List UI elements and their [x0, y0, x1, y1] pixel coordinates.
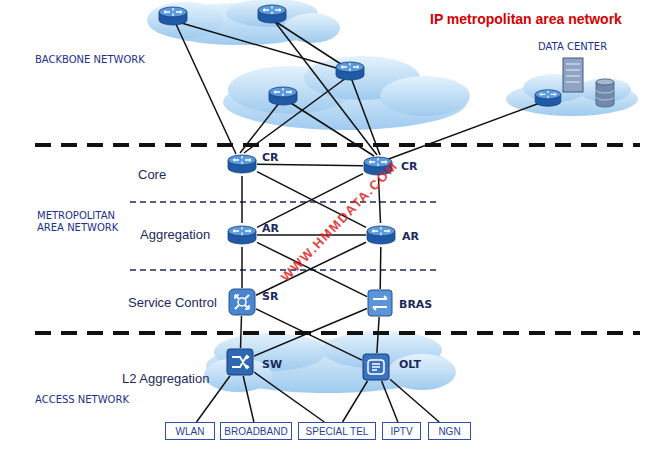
network-link: [382, 381, 398, 422]
service-box: BROADBAND: [220, 422, 292, 440]
backbone-link: [175, 18, 548, 160]
network-link: [390, 379, 439, 422]
box-text: NGN: [438, 426, 460, 437]
switch-node: SW: [226, 348, 254, 376]
backbone-cloud: [147, 0, 340, 45]
network-link: [241, 176, 243, 223]
zone-label: ACCESS NETWORK: [35, 394, 129, 406]
network-link: [254, 309, 367, 357]
device-icon: [226, 348, 254, 376]
device-icon-shape: [227, 349, 253, 375]
watermark: WWW.HMMDATA.COM: [279, 159, 402, 285]
device-icon-shape: [368, 290, 392, 316]
olt-node: OLT: [362, 353, 390, 381]
layer-label: Service Control: [128, 296, 217, 311]
device-icon-shape: [367, 226, 395, 244]
device-icon-shape: [228, 155, 256, 173]
device-icon-shape: [363, 354, 389, 380]
service-box: WLAN: [165, 422, 215, 440]
device-icon-shape: [228, 226, 256, 244]
network-link: [241, 247, 243, 288]
box-text: WLAN: [176, 426, 205, 437]
device-label: OLT: [399, 358, 421, 371]
device-label: AR: [402, 230, 419, 243]
device-label: CR: [401, 160, 418, 173]
network-link: [343, 381, 368, 422]
device-label: AR: [262, 222, 279, 235]
layer-label: Core: [138, 168, 166, 183]
layer-divider: [130, 202, 440, 270]
network-link: [241, 316, 242, 348]
device-label: BRAS: [399, 298, 432, 311]
device-label: SW: [262, 358, 282, 371]
service-box: SPECIAL TEL: [298, 422, 376, 440]
device-icon: [362, 353, 390, 381]
box-text: IPTV: [390, 426, 412, 437]
site-label: DATA CENTER: [538, 41, 607, 53]
device-icon: [227, 152, 257, 176]
service-router-node: SR: [228, 288, 256, 316]
device-icon: [228, 288, 256, 316]
device-icon-shape: [229, 289, 255, 315]
network-link: [243, 376, 254, 422]
layer-label: Aggregation: [140, 228, 210, 243]
router-icon: [269, 87, 297, 105]
router-node: CR: [227, 152, 257, 176]
box-text: BROADBAND: [224, 426, 287, 437]
device-icon: [366, 223, 396, 247]
device-label: CR: [262, 151, 279, 164]
server-rack: [563, 58, 583, 92]
database-icon: [596, 79, 614, 107]
backbone-cloud: [223, 56, 470, 130]
layer-label: L2 Aggregation: [122, 372, 209, 387]
router-icon: [535, 90, 561, 107]
router-node: AR: [227, 223, 257, 247]
zone-label: METROPOLITAN AREA NETWORK: [37, 210, 129, 233]
service-box: NGN: [428, 422, 471, 440]
zone-divider: [35, 145, 640, 333]
device-icon: [367, 289, 393, 317]
service-box: IPTV: [382, 422, 421, 440]
router-node: AR: [366, 223, 396, 247]
access-cloud: [204, 331, 456, 393]
bras-node: BRAS: [367, 289, 393, 317]
network-link: [257, 164, 363, 166]
network-link: [377, 317, 379, 353]
device-label: SR: [262, 290, 278, 303]
router-icon: [159, 7, 187, 25]
device-icon: [227, 223, 257, 247]
router-icon: [258, 5, 286, 23]
network-link: [379, 247, 381, 289]
diagram-title: IP metropolitan area network: [430, 11, 622, 27]
box-text: SPECIAL TEL: [306, 426, 369, 437]
zone-label: BACKBONE NETWORK: [35, 54, 145, 66]
router-icon: [336, 62, 364, 80]
network-link: [254, 372, 324, 422]
